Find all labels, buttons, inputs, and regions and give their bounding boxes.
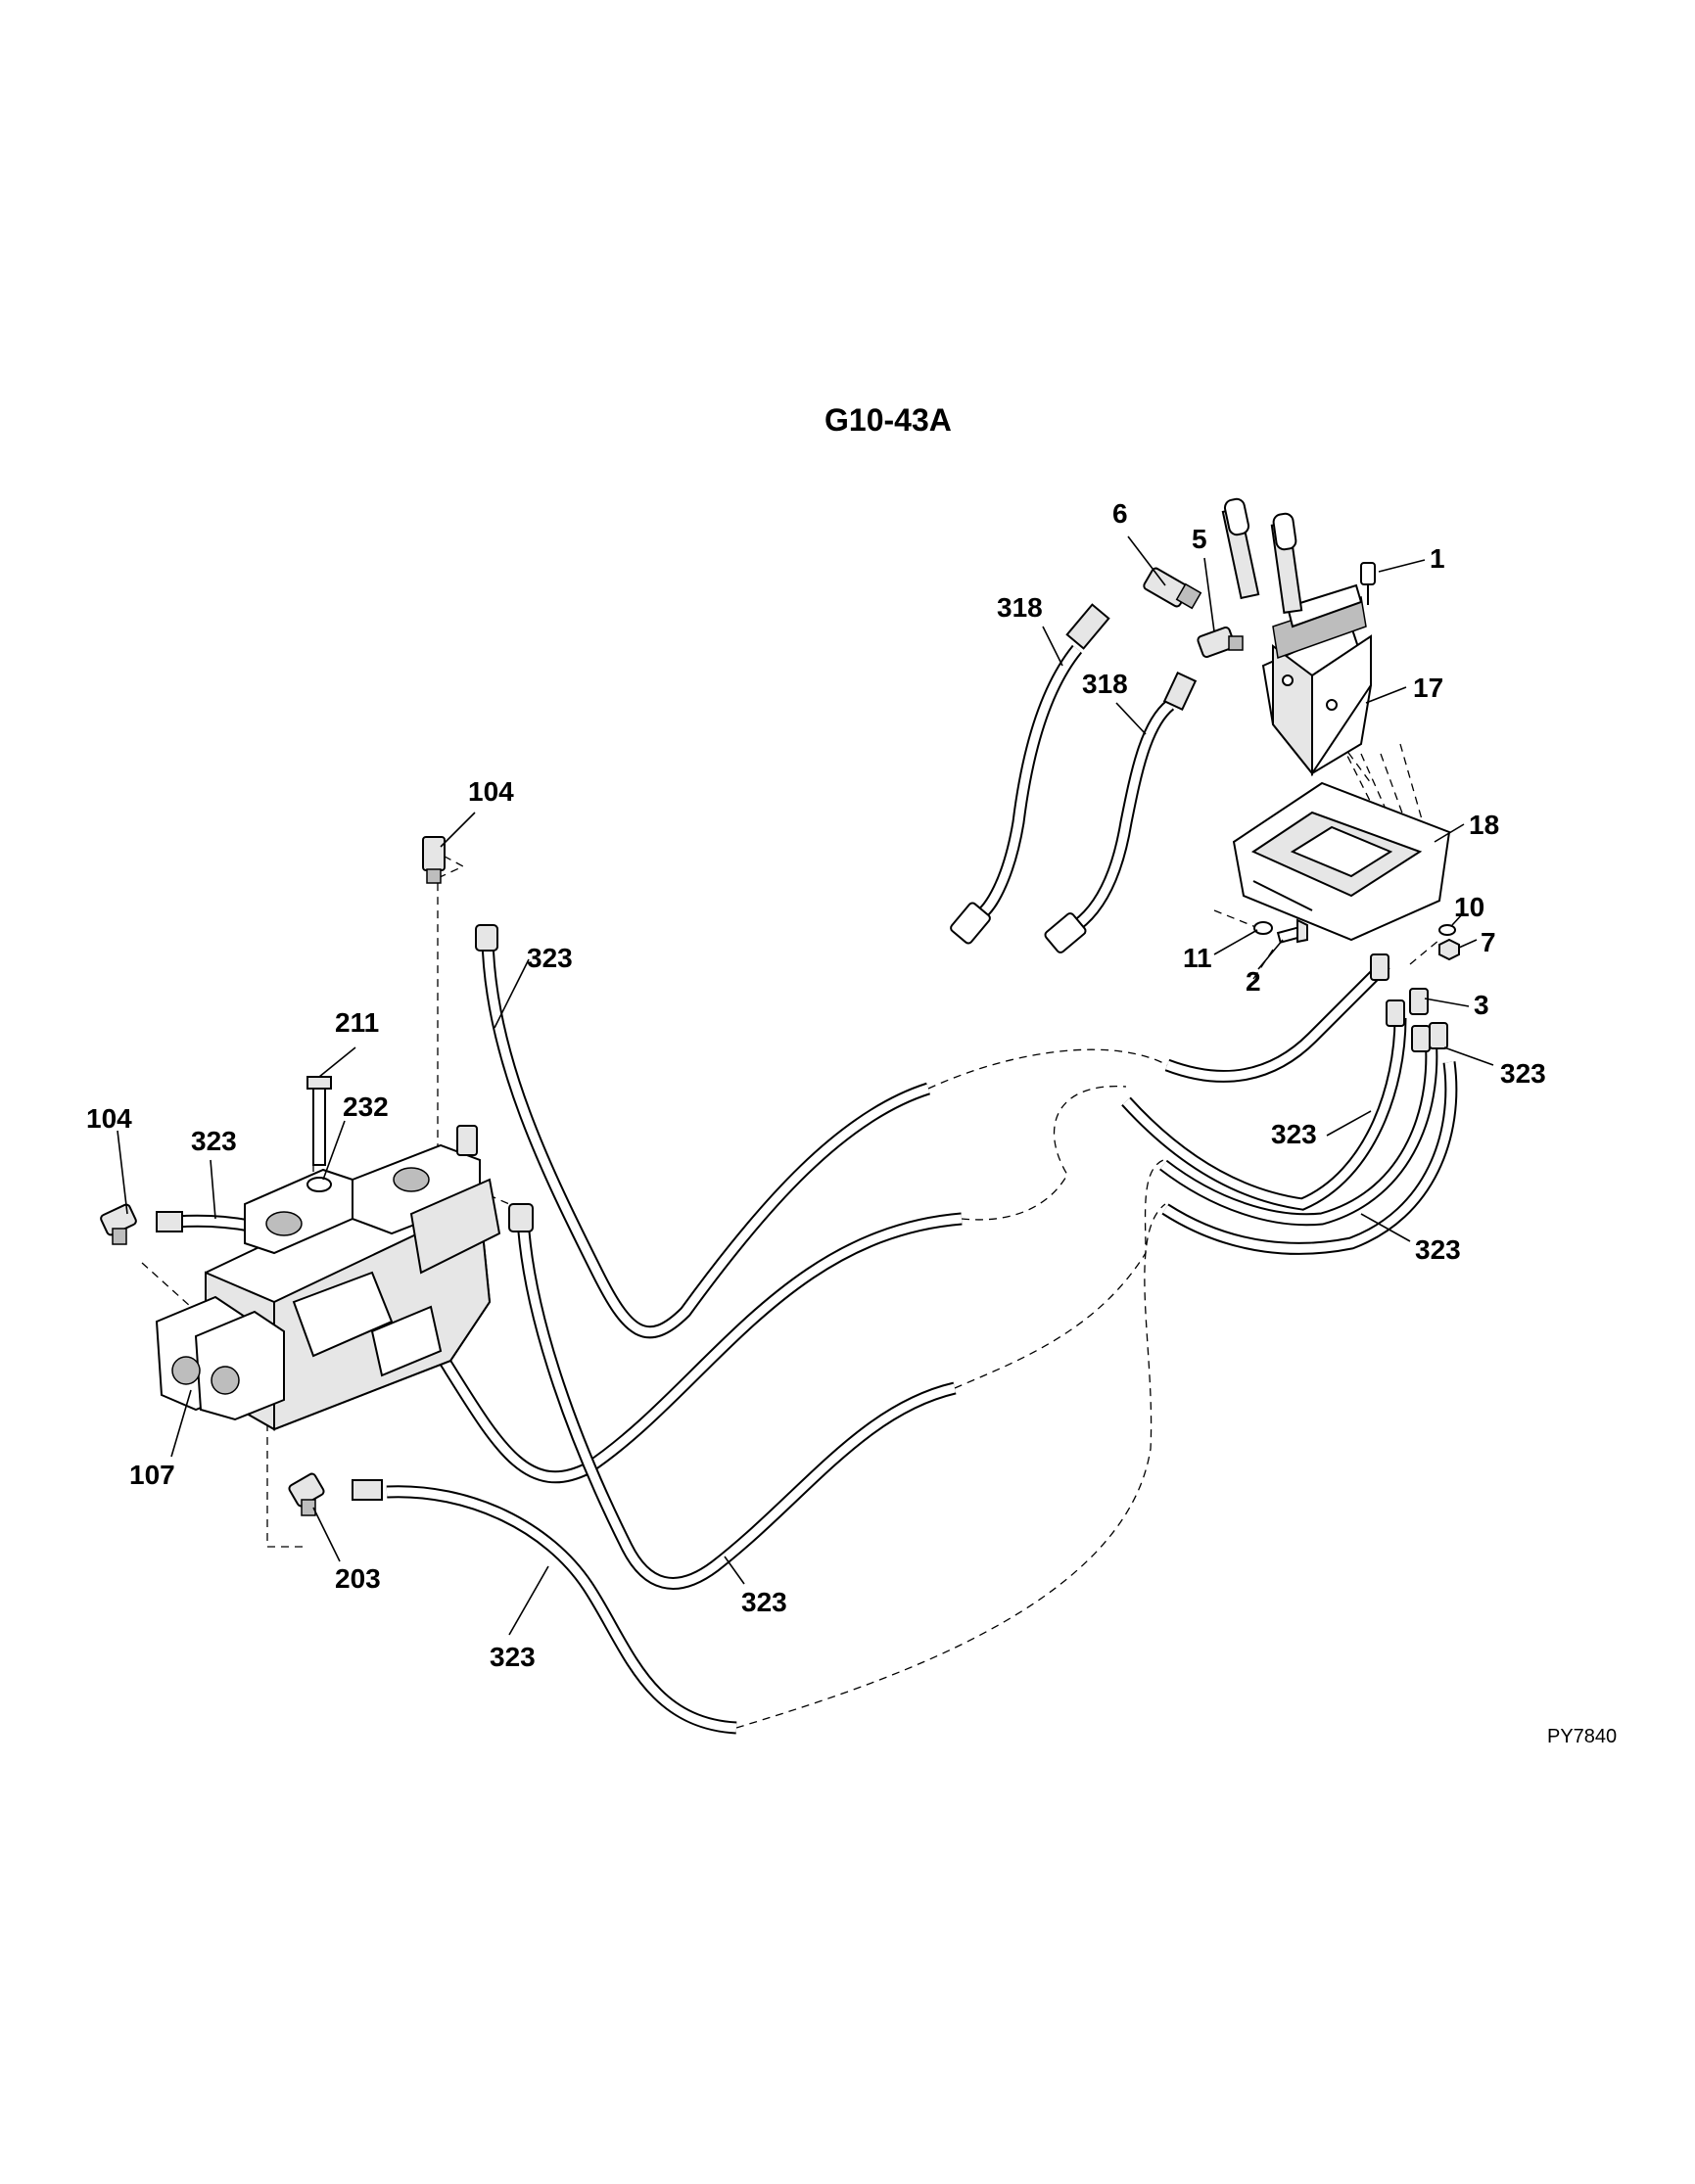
washer-10 [1438,924,1456,936]
washer-11 [1253,921,1273,935]
callout-5: 5 [1192,524,1207,554]
drawing-code: PY7840 [1547,1726,1617,1747]
callout-11: 11 [1183,943,1212,973]
callout-318-upper: 318 [997,592,1043,623]
callout-323-right-upper: 323 [1500,1058,1546,1089]
nut-7 [1438,938,1460,961]
adapter-fittings-3 [1370,953,1448,1052]
callout-232: 232 [343,1092,389,1122]
callout-104-left: 104 [86,1103,132,1134]
callout-104-top: 104 [468,776,514,807]
callout-107: 107 [129,1460,175,1490]
callout-323-bottom-left: 323 [490,1642,536,1672]
fitting-104-top [422,836,446,884]
fitting-203 [288,1472,383,1516]
callout-2: 2 [1246,966,1261,997]
fitting-6 [1143,567,1202,610]
callout-318-lower: 318 [1082,669,1128,699]
end-caps-107 [155,1295,285,1421]
fitting-104-left [100,1203,183,1245]
callout-3: 3 [1474,990,1489,1020]
diagram-title: G10-43A [824,402,952,438]
leader-lines [117,535,1494,1636]
callout-1: 1 [1430,543,1445,574]
callout-323-right-lower: 323 [1415,1234,1461,1265]
callout-18: 18 [1469,810,1499,840]
fitting-5 [1197,626,1244,659]
callout-323-right-mid: 323 [1271,1119,1317,1149]
callout-211: 211 [335,1007,379,1038]
joystick-valve-17 [1221,497,1373,777]
bolt-2 [1276,918,1308,944]
callout-17: 17 [1413,673,1443,703]
callout-323-left: 323 [191,1126,237,1156]
callout-labels: 6 5 1 318 318 17 104 18 323 10 11 7 2 21… [86,498,1546,1672]
callout-7: 7 [1481,927,1496,957]
fitting-vertical-mid [456,924,534,1232]
callout-323-bottom-mid: 323 [741,1587,787,1617]
mounting-bracket-18 [1232,781,1451,942]
callout-323-top: 323 [527,943,573,973]
bolt-211 [306,1076,332,1166]
hose-318-set [950,603,1198,953]
hose-323-set [175,937,1458,1735]
washer-232 [306,1177,332,1192]
screw-1 [1360,562,1376,605]
callout-10: 10 [1454,892,1484,922]
callout-203: 203 [335,1563,381,1594]
callout-6: 6 [1112,498,1128,529]
